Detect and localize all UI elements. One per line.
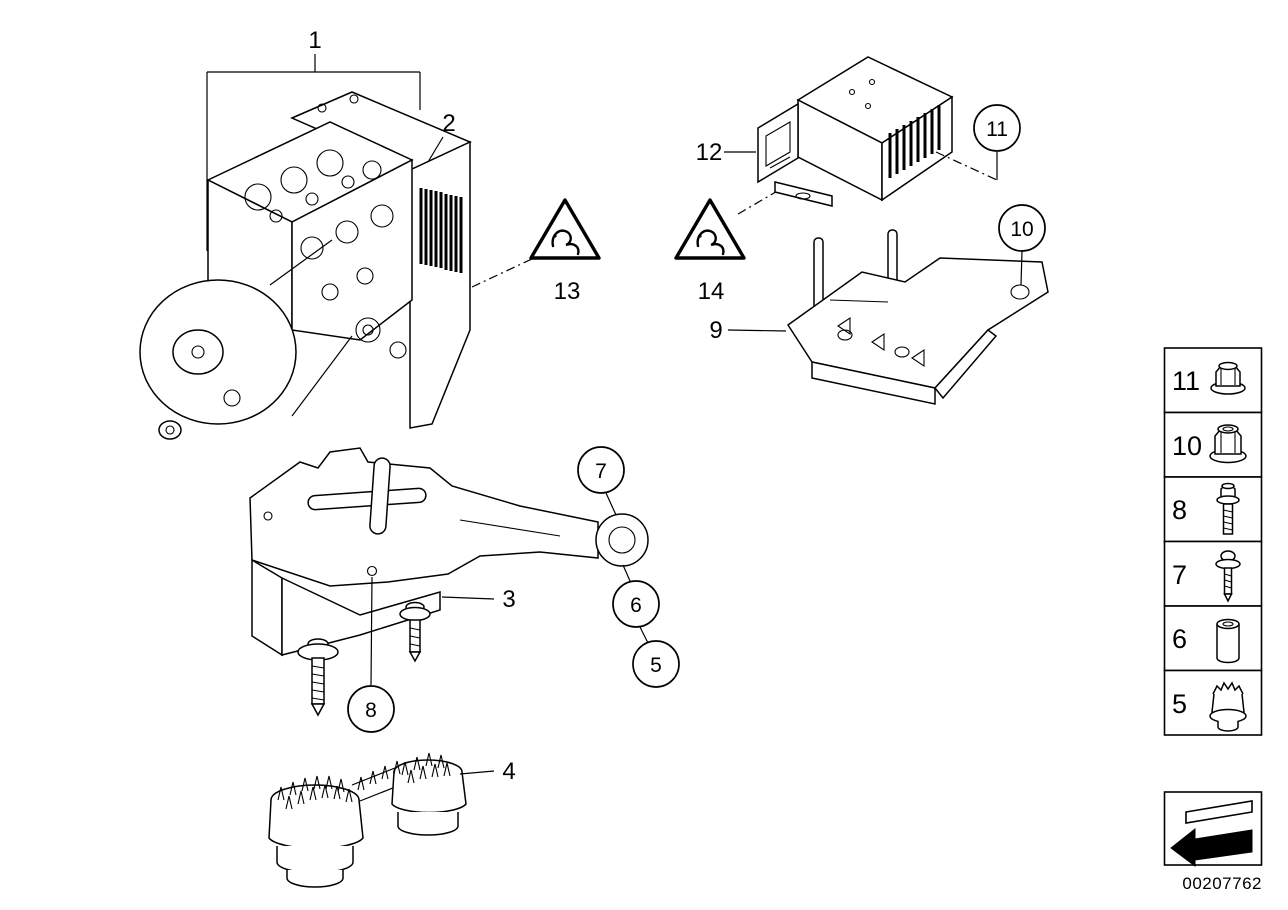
svg-text:10: 10 <box>1172 431 1202 461</box>
legend-item-11[interactable]: 11 <box>1163 347 1263 414</box>
direction-arrow-icon <box>1170 800 1253 867</box>
hydro-bracket-drawing <box>249 447 649 717</box>
svg-text:5: 5 <box>650 654 662 677</box>
bolt-drawing <box>399 601 431 663</box>
sensor-drawing <box>757 56 954 207</box>
svg-text:8: 8 <box>1172 495 1187 525</box>
callout-13[interactable]: 13 <box>554 278 581 305</box>
direction-arrow-box <box>1163 791 1263 867</box>
svg-text:5: 5 <box>1172 689 1187 719</box>
sensor-bracket-drawing <box>786 229 1049 405</box>
hydro-unit-drawing <box>139 91 472 440</box>
bolt-drawing <box>297 638 339 717</box>
callout-7[interactable]: 7 <box>577 446 625 494</box>
control-unit-drawing <box>290 91 472 429</box>
warning-triangle-icon <box>529 198 601 260</box>
callout-9[interactable]: 9 <box>709 317 722 344</box>
svg-text:11: 11 <box>1172 366 1200 396</box>
sensor-connector-drawing <box>757 102 833 207</box>
svg-text:7: 7 <box>1172 560 1187 590</box>
svg-text:11: 11 <box>986 118 1008 141</box>
svg-text:10: 10 <box>1010 218 1033 241</box>
legend-item-10[interactable]: 10 <box>1163 411 1263 478</box>
flange-nut-icon <box>1209 424 1247 464</box>
callout-8[interactable]: 8 <box>347 685 395 733</box>
callout-12[interactable]: 12 <box>696 139 723 166</box>
warning-triangle-icon <box>674 198 746 260</box>
legend-item-6[interactable]: 6 <box>1163 605 1263 672</box>
callout-14[interactable]: 14 <box>698 278 725 305</box>
callout-11[interactable]: 11 <box>973 104 1021 152</box>
callout-1-bracket <box>206 54 421 251</box>
flange-nut-icon <box>1210 361 1246 395</box>
rubber-grommet-icon <box>1209 681 1247 732</box>
flange-bolt-icon <box>1216 482 1240 535</box>
screw-with-washer-icon <box>1215 550 1241 603</box>
spacer-sleeve-icon <box>1216 618 1240 664</box>
callout-6[interactable]: 6 <box>612 580 660 628</box>
svg-text:6: 6 <box>630 594 642 617</box>
legend-item-5[interactable]: 5 <box>1163 669 1263 736</box>
callout-5[interactable]: 5 <box>632 640 680 688</box>
callout-10[interactable]: 10 <box>998 204 1046 252</box>
pump-motor-drawing <box>139 239 353 440</box>
svg-text:6: 6 <box>1172 624 1187 654</box>
callout-2[interactable]: 2 <box>442 110 455 137</box>
part-number: 00207762 <box>1182 874 1262 893</box>
rubber-mount-drawing <box>268 752 467 888</box>
legend-sidebar: 11 10 8 <box>1163 347 1263 893</box>
callout-3[interactable]: 3 <box>502 586 515 613</box>
svg-text:8: 8 <box>365 699 377 722</box>
svg-text:7: 7 <box>595 460 607 483</box>
callout-4[interactable]: 4 <box>502 758 515 785</box>
legend-item-7[interactable]: 7 <box>1163 540 1263 607</box>
callout-1[interactable]: 1 <box>308 27 321 54</box>
legend-item-8[interactable]: 8 <box>1163 476 1263 543</box>
